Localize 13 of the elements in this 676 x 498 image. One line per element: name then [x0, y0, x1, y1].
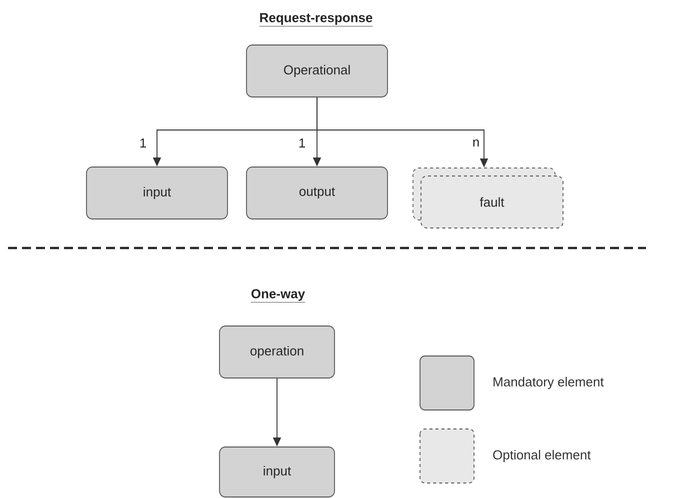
process-box: fault	[412, 168, 564, 228]
process-box: output	[246, 166, 388, 220]
section-heading: Request-response	[259, 13, 373, 26]
section-heading: One-way	[250, 289, 306, 302]
process-box: input	[86, 166, 228, 220]
edge-label: 1	[140, 138, 146, 148]
process-box: operation	[219, 326, 335, 378]
process-box: Operational	[246, 44, 388, 98]
process-box: input	[219, 446, 335, 498]
edge-label: n	[473, 140, 479, 146]
edge-label: 1	[299, 138, 305, 148]
legend-label: Optional element	[493, 450, 591, 462]
legend-label: Mandatory element	[494, 376, 604, 390]
